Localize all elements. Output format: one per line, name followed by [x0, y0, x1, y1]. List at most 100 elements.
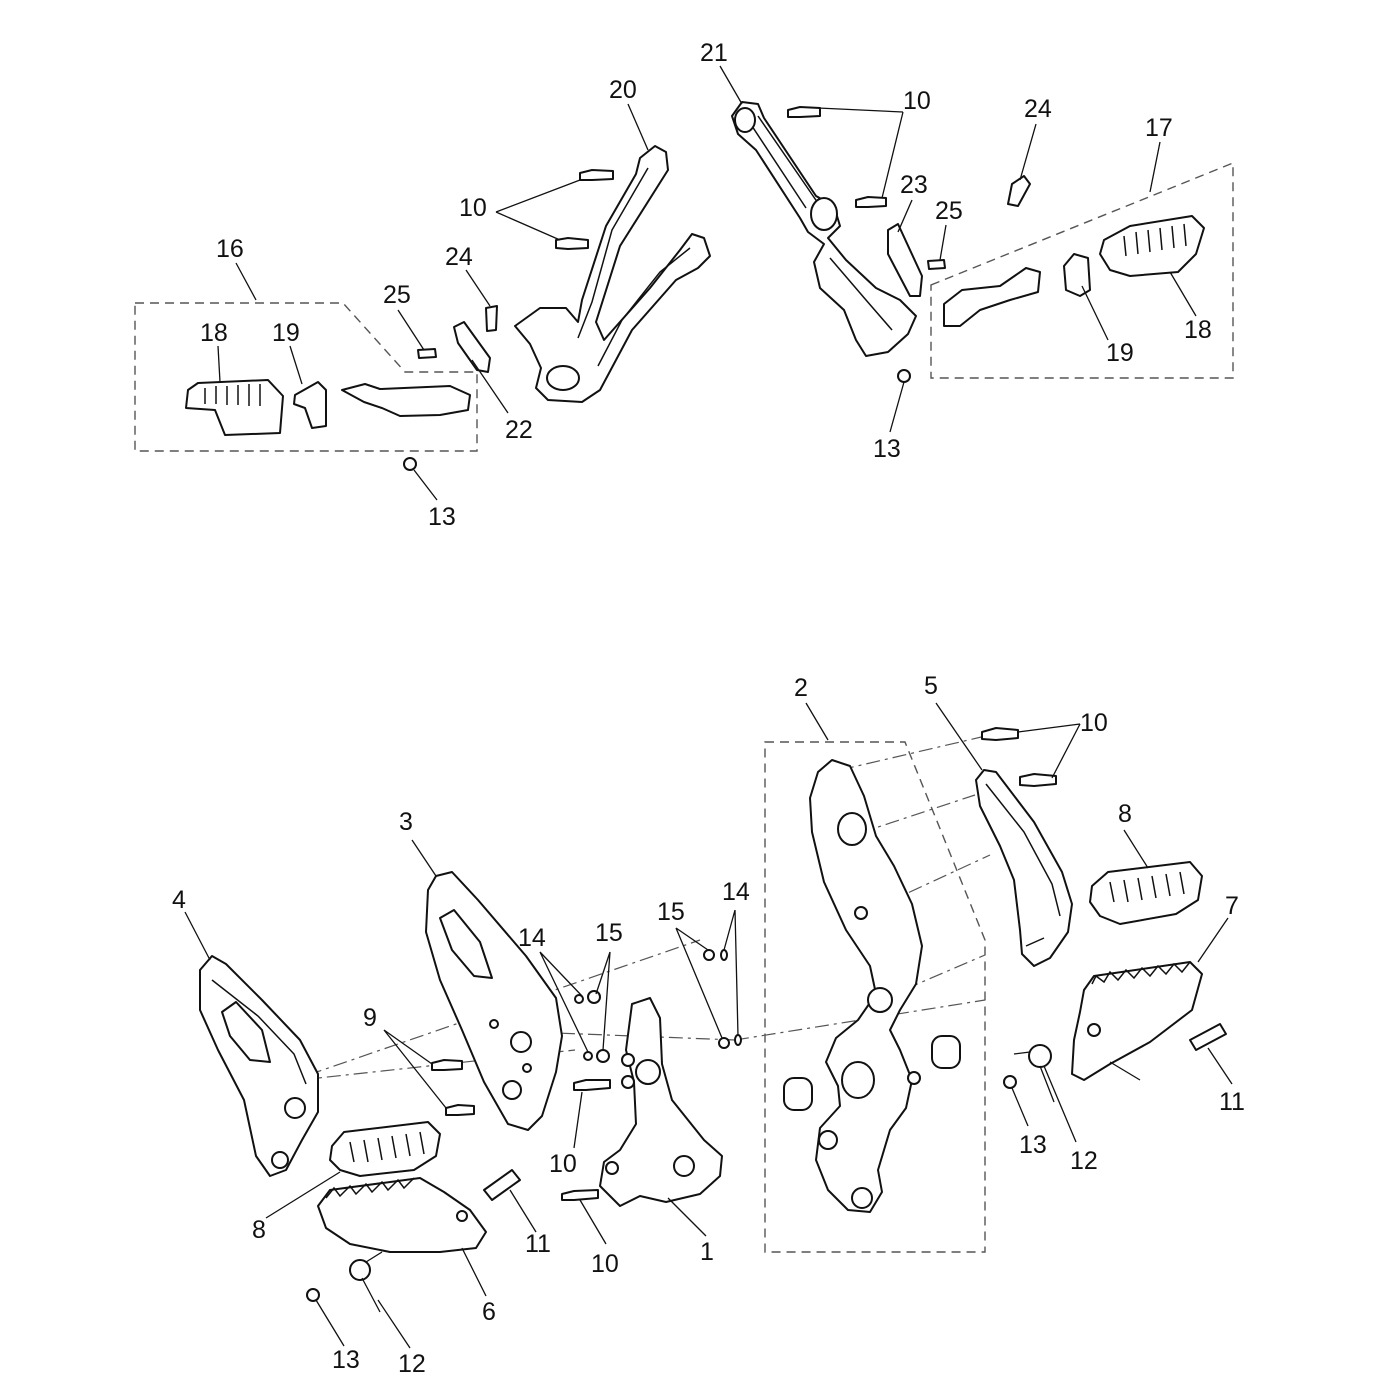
spring-12b: [349, 1251, 383, 1313]
spring-12a: [1013, 1044, 1055, 1103]
bolt-10h: [561, 1189, 599, 1201]
callout-19: 19: [1106, 339, 1134, 367]
callout-5: 5: [924, 672, 938, 700]
footpeg-rubber-8b: [329, 1121, 441, 1177]
footpeg-rubber-18b: [1099, 215, 1205, 277]
upper-left-assembly: [134, 145, 711, 471]
callout-11: 11: [1219, 1088, 1245, 1116]
callout-13: 13: [332, 1346, 360, 1374]
pin-11b: [483, 1169, 521, 1201]
callout-6: 6: [482, 1298, 496, 1326]
bolt-9a: [431, 1059, 463, 1071]
callout-24: 24: [1024, 95, 1052, 123]
callout-17: 17: [1145, 114, 1173, 142]
clip-19: [293, 381, 327, 429]
hanger-2: [809, 759, 923, 1213]
washer-15b: [718, 1037, 730, 1049]
leader-lines: [184, 65, 1233, 1349]
footpeg-6: [317, 1177, 487, 1253]
washer-15c: [587, 990, 601, 1004]
callout-8: 8: [1118, 800, 1132, 828]
callout-18: 18: [200, 319, 228, 347]
hanger-20: [514, 145, 711, 403]
callout-20: 20: [609, 76, 637, 104]
callout-labels: 21 20 10 10 24 17 16 25 24 23 25 18 19 2…: [172, 39, 1245, 1378]
washer-15d: [596, 1049, 610, 1063]
bolt-10g: [573, 1079, 611, 1091]
callout-10: 10: [903, 87, 931, 115]
clip-19b: [1063, 253, 1091, 297]
callout-15: 15: [595, 919, 623, 947]
plate-23: [887, 223, 923, 297]
group-box-16: [134, 302, 478, 452]
callout-14: 14: [518, 924, 546, 952]
callout-10: 10: [459, 194, 487, 222]
pin-24b: [1007, 175, 1031, 207]
callout-14: 14: [722, 878, 750, 906]
callout-19: 19: [272, 319, 300, 347]
screw-25: [417, 348, 437, 359]
callout-13: 13: [1019, 1131, 1047, 1159]
footpeg-22: [341, 383, 471, 417]
bracket-1: [599, 997, 723, 1207]
callout-9: 9: [363, 1004, 377, 1032]
washer-15a: [703, 949, 715, 961]
callout-23: 23: [900, 171, 928, 199]
heel-guard-5: [975, 769, 1073, 967]
callout-2: 2: [794, 674, 808, 702]
callout-10: 10: [591, 1250, 619, 1278]
footpeg-rubber-18: [185, 379, 284, 436]
callout-11: 11: [525, 1230, 551, 1258]
washer-14a: [720, 949, 728, 961]
washer-14d: [583, 1051, 593, 1061]
callout-13: 13: [873, 435, 901, 463]
nut-13b: [897, 369, 911, 383]
callout-22: 22: [505, 416, 533, 444]
callout-7: 7: [1225, 892, 1239, 920]
nut-13a: [403, 457, 417, 471]
callout-10: 10: [1080, 709, 1108, 737]
callout-8: 8: [252, 1216, 266, 1244]
heel-guard-3: [425, 871, 563, 1131]
lower-right-assembly: [299, 727, 1227, 1253]
nut-13c: [1003, 1075, 1017, 1089]
group-box-17: [930, 161, 1234, 379]
callout-15: 15: [657, 898, 685, 926]
bolt-10a: [579, 169, 614, 181]
bushing-left: [783, 1077, 813, 1111]
callout-12: 12: [398, 1350, 426, 1378]
callout-10: 10: [549, 1150, 577, 1178]
callout-24: 24: [445, 243, 473, 271]
pin-11a: [1189, 1023, 1227, 1051]
bushing-right: [931, 1035, 961, 1069]
callout-21: 21: [700, 39, 728, 67]
washer-14c: [574, 994, 584, 1004]
callout-12: 12: [1070, 1147, 1098, 1175]
footpeg-17: [943, 267, 1041, 327]
callout-3: 3: [399, 808, 413, 836]
callout-25: 25: [935, 197, 963, 225]
washer-14b: [734, 1034, 742, 1046]
callout-25: 25: [383, 281, 411, 309]
bolt-10e: [981, 727, 1019, 741]
pin-24: [485, 305, 498, 332]
plate-22: [453, 321, 491, 373]
callout-16: 16: [216, 235, 244, 263]
lower-left-assembly: [199, 871, 723, 1313]
upper-right-assembly: [731, 101, 1234, 383]
footpeg-rubber-8a: [1089, 861, 1203, 925]
callout-4: 4: [172, 886, 186, 914]
callout-18: 18: [1184, 316, 1212, 344]
bolt-10b: [555, 237, 589, 250]
callout-13: 13: [428, 503, 456, 531]
callout-1: 1: [700, 1238, 714, 1266]
bolt-10c: [787, 106, 821, 118]
nut-13d: [306, 1288, 320, 1302]
hanger-21: [731, 101, 917, 357]
screw-25b: [927, 259, 946, 270]
bolt-10d: [855, 196, 887, 208]
bolt-9b: [445, 1104, 475, 1116]
footpeg-7: [1071, 961, 1203, 1081]
bolt-10f: [1019, 773, 1057, 787]
